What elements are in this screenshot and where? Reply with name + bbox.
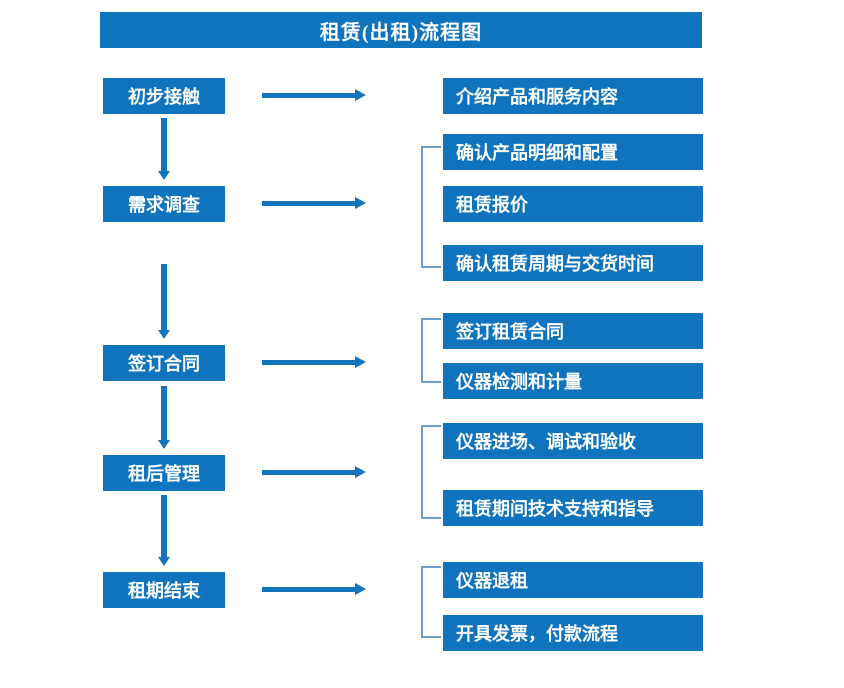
detail-box-4[interactable]: 确认租赁周期与交货时间 [443, 245, 703, 281]
arrow-head [355, 583, 366, 595]
arrow-head [158, 171, 170, 180]
arrow-shaft [161, 495, 167, 557]
stage-box-3[interactable]: 签订合同 [103, 345, 225, 381]
arrow-shaft [161, 118, 167, 171]
group-bracket-2 [421, 146, 441, 268]
group-bracket-4 [421, 425, 441, 519]
arrow-head [355, 197, 366, 209]
stage-box-4[interactable]: 租后管理 [103, 455, 225, 491]
detail-box-6[interactable]: 仪器检测和计量 [443, 363, 703, 399]
right-arrow-1 [262, 88, 366, 102]
group-bracket-5 [421, 566, 441, 638]
arrow-shaft [161, 386, 167, 440]
arrow-shaft [161, 264, 167, 330]
arrow-head [355, 89, 366, 101]
detail-box-5[interactable]: 签订租赁合同 [443, 313, 703, 349]
detail-box-9[interactable]: 仪器退租 [443, 562, 703, 598]
detail-box-3[interactable]: 租赁报价 [443, 186, 703, 222]
down-arrow-1 [158, 118, 170, 180]
stage-box-1[interactable]: 初步接触 [103, 78, 225, 114]
right-arrow-2 [262, 196, 366, 210]
detail-box-7[interactable]: 仪器进场、调试和验收 [443, 423, 703, 459]
down-arrow-2 [158, 264, 170, 339]
right-arrow-4 [262, 465, 366, 479]
arrow-head [158, 557, 170, 566]
arrow-head [158, 330, 170, 339]
arrow-head [355, 466, 366, 478]
detail-box-10[interactable]: 开具发票，付款流程 [443, 615, 703, 651]
detail-box-2[interactable]: 确认产品明细和配置 [443, 134, 703, 170]
page-title: 租赁(出租)流程图 [100, 12, 702, 48]
arrow-shaft [262, 587, 356, 592]
arrow-shaft [262, 360, 356, 365]
arrow-shaft [262, 201, 356, 206]
group-bracket-3 [421, 318, 441, 383]
right-arrow-3 [262, 355, 366, 369]
stage-box-5[interactable]: 租期结束 [103, 572, 225, 608]
down-arrow-4 [158, 495, 170, 566]
arrow-shaft [262, 93, 356, 98]
right-arrow-5 [262, 582, 366, 596]
arrow-shaft [262, 470, 356, 475]
detail-box-1[interactable]: 介绍产品和服务内容 [443, 78, 703, 114]
detail-box-8[interactable]: 租赁期间技术支持和指导 [443, 490, 703, 526]
arrow-head [158, 440, 170, 449]
stage-box-2[interactable]: 需求调查 [103, 186, 225, 222]
down-arrow-3 [158, 386, 170, 449]
arrow-head [355, 356, 366, 368]
